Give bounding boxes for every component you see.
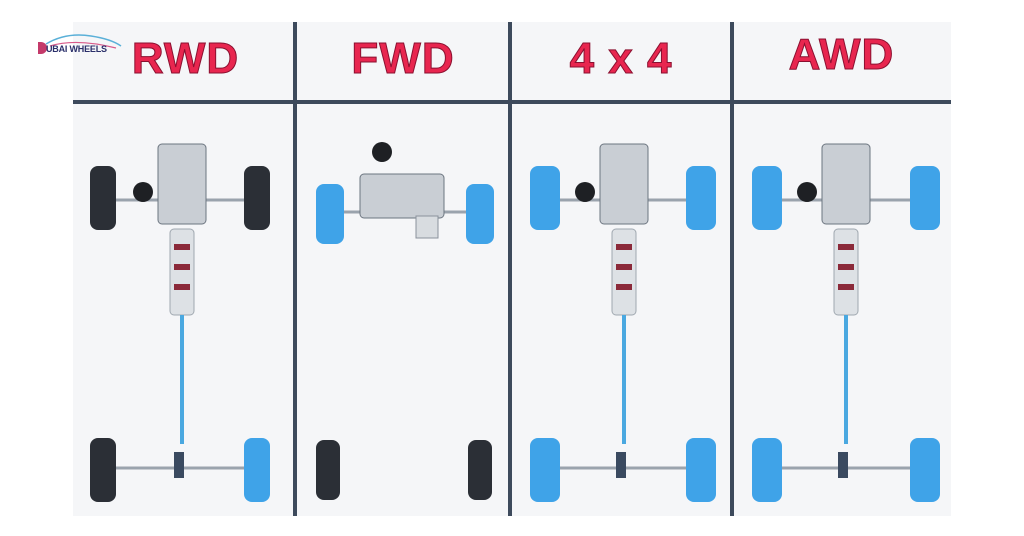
differential-icon (838, 452, 848, 478)
wheel-icon (910, 166, 940, 230)
wheel-icon (468, 440, 492, 500)
column-title-awd: AWD (788, 30, 895, 80)
column-divider (508, 22, 512, 516)
logo-text: UBAI WHEELS (46, 44, 107, 54)
rwd-drivetrain (78, 104, 293, 516)
wheel-icon (316, 184, 344, 244)
wheel-icon (530, 438, 560, 502)
column-title-rwd: RWD (131, 34, 240, 84)
wheel-icon (466, 184, 494, 244)
wheel-icon (316, 440, 340, 500)
logo-mark (38, 42, 47, 54)
engine-icon (359, 173, 445, 219)
differential-icon (616, 452, 626, 478)
column-divider (293, 22, 297, 516)
column-divider (730, 22, 734, 516)
wheel-icon (244, 166, 270, 230)
column-title-fwd: FWD (351, 34, 455, 84)
wheel-icon (752, 438, 782, 502)
transmission-icon (415, 215, 439, 239)
awd-drivetrain (734, 104, 951, 516)
column-title-4x4: 4 x 4 (569, 34, 673, 84)
transmission-icon (611, 228, 637, 316)
diagram-board (73, 22, 951, 516)
4x4-drivetrain (512, 104, 730, 516)
transmission-icon (833, 228, 859, 316)
wheel-icon (752, 166, 782, 230)
car-silhouette-icon (45, 34, 122, 49)
flywheel-icon (575, 182, 595, 202)
engine-icon (821, 143, 871, 225)
wheel-icon (910, 438, 940, 502)
transmission-icon (169, 228, 195, 316)
engine-icon (599, 143, 649, 225)
wheel-icon (686, 166, 716, 230)
flywheel-icon (133, 182, 153, 202)
wheel-icon (90, 166, 116, 230)
wheel-icon (244, 438, 270, 502)
header-divider (73, 100, 951, 104)
flywheel-icon (372, 142, 392, 162)
wheel-icon (530, 166, 560, 230)
engine-icon (157, 143, 207, 225)
flywheel-icon (797, 182, 817, 202)
wheel-icon (686, 438, 716, 502)
fwd-drivetrain (298, 104, 508, 516)
wheel-icon (90, 438, 116, 502)
differential-icon (174, 452, 184, 478)
